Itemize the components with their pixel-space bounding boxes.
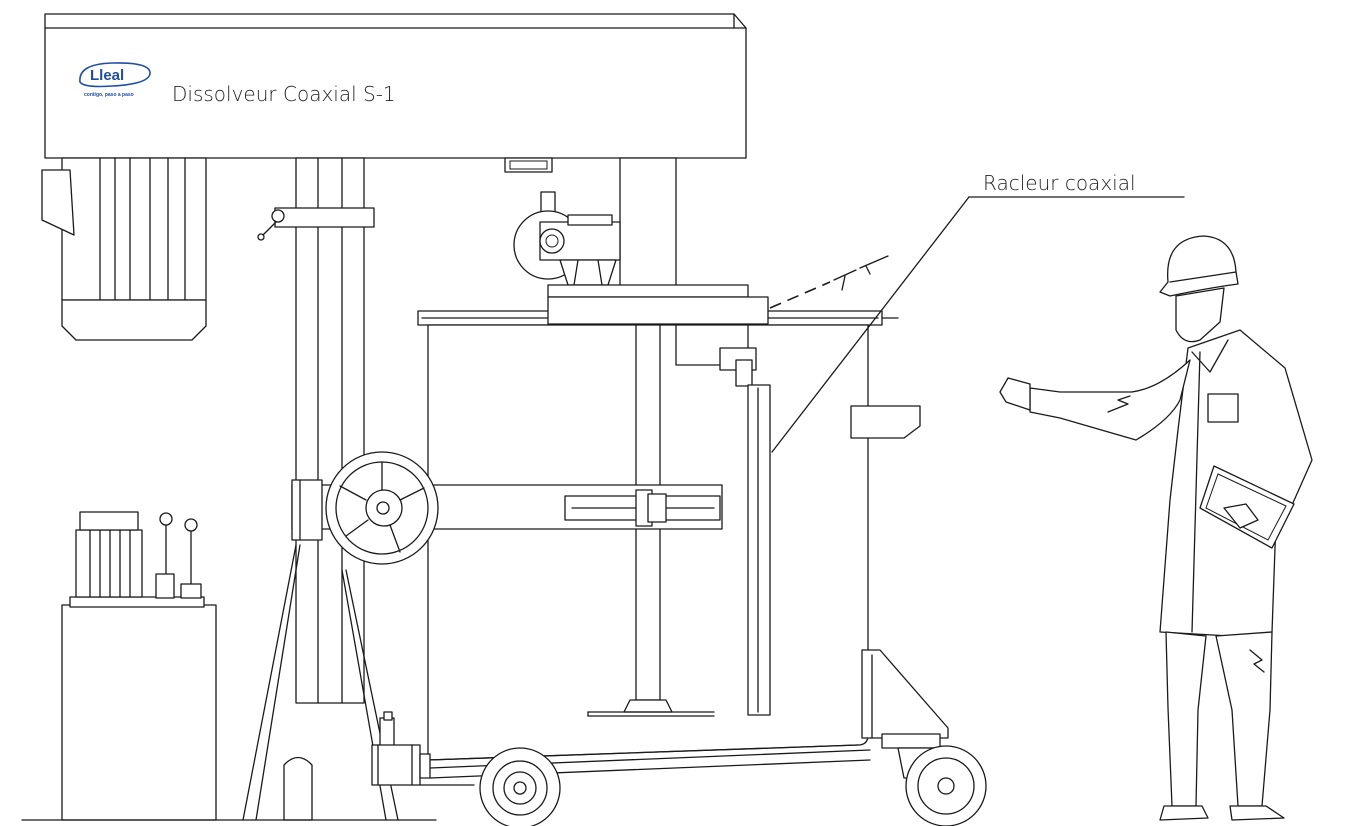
- lleal-logo: Lleal contigo, paso a paso: [80, 63, 150, 98]
- handwheel: [326, 452, 438, 564]
- logo-tagline: contigo, paso a paso: [84, 92, 134, 98]
- head-housing: [45, 14, 746, 172]
- operator-figure: [1000, 236, 1312, 820]
- hydraulic-unit: [22, 512, 436, 820]
- logo-brand: Lleal: [90, 67, 124, 84]
- racleur-callout: Racleur coaxial: [772, 171, 1184, 452]
- lift-columns: [258, 158, 676, 703]
- tank-lid: [418, 256, 898, 325]
- machine-title: Dissolveur Coaxial S-1: [172, 82, 396, 106]
- scraper-motor: [514, 192, 748, 297]
- front-wheel: [480, 748, 560, 826]
- coaxial-scraper: [676, 325, 770, 715]
- mixing-tank: [428, 325, 948, 760]
- rear-caster: [882, 734, 986, 826]
- main-motor: [42, 158, 206, 340]
- drain-valve: [372, 712, 430, 785]
- callout-label-racleur: Racleur coaxial: [983, 171, 1136, 195]
